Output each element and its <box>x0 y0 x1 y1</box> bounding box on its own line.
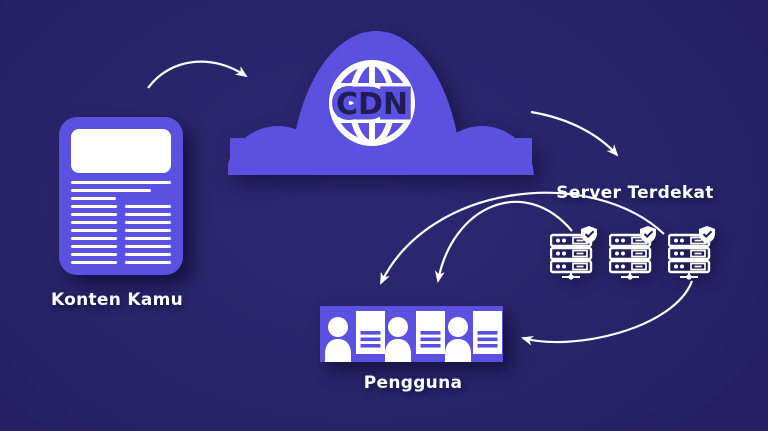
document-text-line <box>125 244 171 249</box>
document-icon <box>59 117 183 275</box>
document-text-line <box>71 188 151 193</box>
globe-icon: CDN <box>329 60 415 146</box>
users-label: Pengguna <box>363 373 463 393</box>
document-text-line <box>125 204 171 209</box>
document-text-line <box>71 236 117 241</box>
cdn-label: CDN <box>336 87 408 122</box>
file-icon <box>356 311 385 354</box>
document-text-line <box>125 212 171 217</box>
document-text-line <box>71 204 117 209</box>
shield-check-icon <box>699 226 715 244</box>
document-text-line <box>71 220 117 225</box>
document-text-line <box>125 252 171 257</box>
document-text-line <box>125 260 171 265</box>
document-text-line <box>71 260 117 265</box>
file-icon <box>416 311 445 354</box>
document-column-right <box>125 204 171 269</box>
person-icon <box>445 317 471 362</box>
document-text-line <box>71 244 117 249</box>
server-rack-icon <box>668 226 715 280</box>
document-text-line <box>125 228 171 233</box>
server-rack-icon <box>550 226 597 280</box>
document-text-line <box>71 228 117 233</box>
document-text-line <box>125 220 171 225</box>
users-group <box>320 306 503 362</box>
document-text-line <box>71 212 117 217</box>
file-icon <box>473 311 502 354</box>
document-text-line <box>125 236 171 241</box>
server-rack-icon <box>609 226 656 280</box>
person-icon <box>325 317 351 362</box>
curved-arrow-icon-cdn-to-servers <box>530 110 619 157</box>
document-text-line <box>71 252 117 257</box>
document-header-block <box>71 129 171 173</box>
content-label: Konten Kamu <box>50 290 184 310</box>
document-column-left <box>71 204 117 269</box>
curved-arrow-icon-server-to-users-right <box>521 280 694 346</box>
document-columns <box>71 204 171 269</box>
document-text-line <box>71 196 116 201</box>
document-text-line <box>71 181 171 185</box>
person-icon <box>385 317 411 362</box>
users-icons <box>325 311 502 362</box>
servers-label: Server Terdekat <box>556 183 714 203</box>
